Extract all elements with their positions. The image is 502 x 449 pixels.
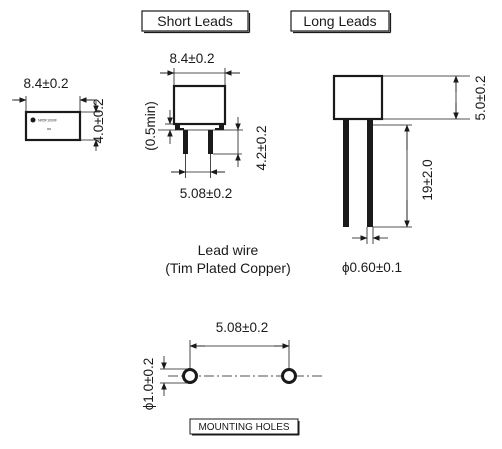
top-view: 8.4±0.2 NR5F1000F 4.0±0.2 — [12, 76, 106, 151]
long-leads-title: Long Leads — [303, 13, 376, 29]
long-leads-view: 5.0±0.2 19±2.0 ϕ0.60±0.1 — [332, 74, 488, 275]
long-leads-header: Long Leads — [290, 10, 392, 34]
lead-wire-line2: (Tim Plated Copper) — [165, 260, 291, 276]
mounting-holes-view: 5.08±0.2 ϕ1.0±0.2 MOUNTING HOLES — [141, 320, 324, 436]
short-lead-length-dim: 4.2±0.2 — [254, 126, 269, 171]
short-lead-left — [183, 130, 188, 154]
long-lead-dia-dim: ϕ0.60±0.1 — [342, 260, 402, 275]
lead-wire-label: Lead wire (Tim Plated Copper) — [165, 242, 291, 276]
short-pitch-dim: 5.08±0.2 — [180, 186, 232, 201]
long-height-dim: 5.0±0.2 — [473, 76, 488, 121]
short-leads-header: Short Leads — [141, 10, 251, 34]
mounting-pitch-dim: 5.08±0.2 — [216, 320, 268, 335]
top-view-width-dim: 8.4±0.2 — [24, 76, 69, 91]
component-top-body — [24, 110, 82, 142]
long-lead-length-dim: 19±2.0 — [420, 159, 435, 200]
short-leads-view: 8.4±0.2 (0.5min) 4.2±0.2 5.08±0.2 — [143, 51, 269, 201]
long-body — [332, 74, 384, 121]
mounting-hole-right — [281, 368, 297, 384]
short-lead-right — [208, 130, 213, 154]
long-lead-left — [343, 119, 349, 227]
long-lead-right — [367, 119, 373, 227]
short-leads-title: Short Leads — [157, 13, 233, 29]
lead-wire-line1: Lead wire — [198, 242, 259, 258]
mounting-holes-label: MOUNTING HOLES — [198, 422, 289, 433]
part-marking: NR5F1000F — [38, 119, 57, 123]
mounting-hole-dia-dim: ϕ1.0±0.2 — [141, 358, 156, 411]
mounting-hole-left — [182, 368, 198, 384]
brand-logo-icon — [30, 117, 36, 123]
short-body — [172, 84, 227, 126]
short-width-dim: 8.4±0.2 — [170, 51, 215, 66]
short-standoff-dim: (0.5min) — [143, 101, 158, 151]
top-view-height-dim: 4.0±0.2 — [91, 99, 106, 144]
